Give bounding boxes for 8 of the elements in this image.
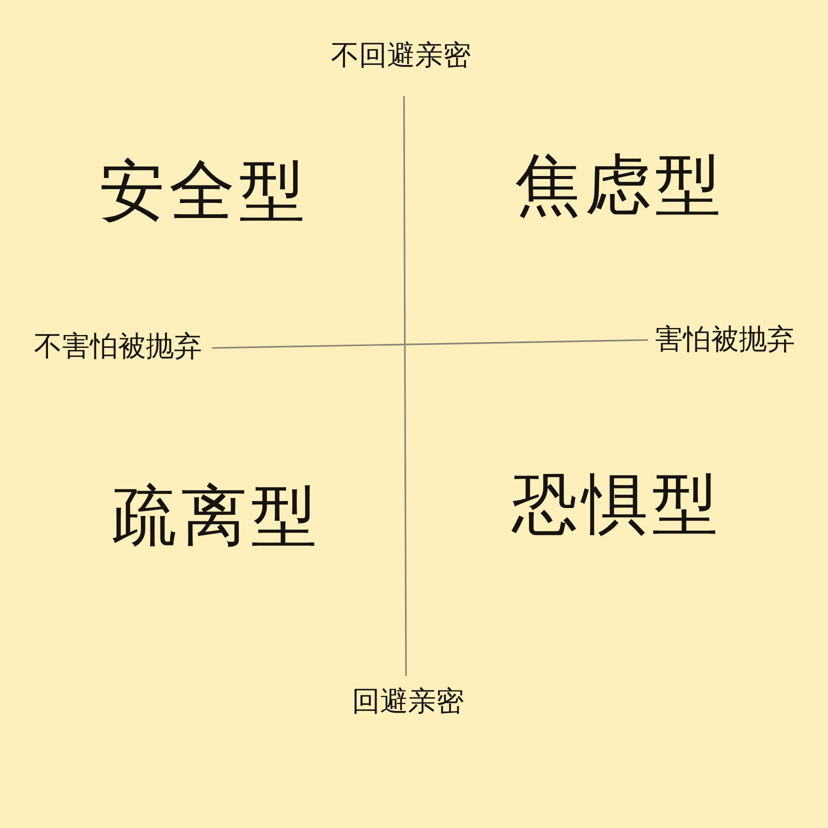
axis-label: 回避亲密 xyxy=(352,686,464,718)
quadrant-label: 焦虑型 xyxy=(515,150,725,222)
axis-label: 不害怕被抛弃 xyxy=(34,332,202,362)
quadrant-label: 疏离型 xyxy=(111,480,321,554)
axis-label: 不回避亲密 xyxy=(331,40,471,72)
quadrant-label: 安全型 xyxy=(99,156,309,228)
axis-label: 害怕被抛弃 xyxy=(655,324,795,356)
quadrant-label: 恐惧型 xyxy=(512,468,722,542)
